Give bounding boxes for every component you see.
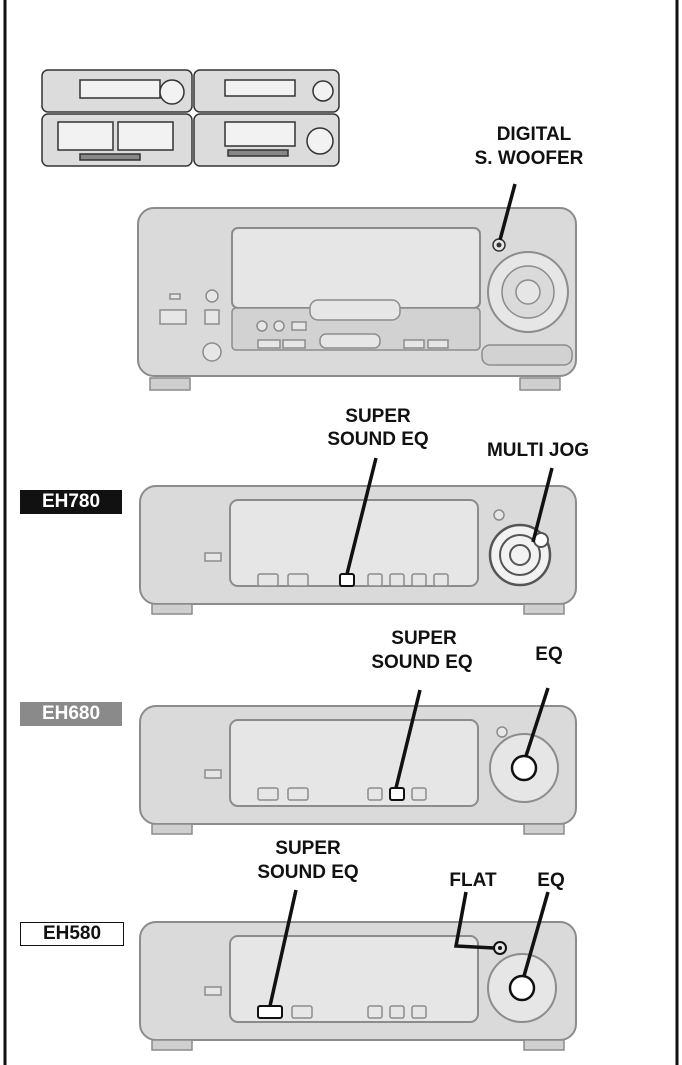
eq-label-eh580: EQ <box>537 870 565 891</box>
system-thumbnail <box>41 69 340 167</box>
eh680-unit <box>139 687 577 835</box>
s-woofer-label: S. WOOFER <box>474 148 584 169</box>
eq-label-eh680: EQ <box>535 644 563 665</box>
model-badge-eh780: EH780 <box>20 490 122 514</box>
multi-jog-label: MULTI JOG <box>486 440 590 461</box>
super-sound-eq-pointer-eh780 <box>345 457 378 575</box>
super-sound-eq-pointer-eh680 <box>394 689 422 789</box>
flat-pointer <box>453 891 495 950</box>
flat-label: FLAT <box>449 870 497 891</box>
super-label-eh780: SUPER <box>345 406 411 427</box>
multi-jog-pointer <box>531 467 554 543</box>
eh780-unit <box>139 457 577 615</box>
sound-eq-label-eh580: SOUND EQ <box>257 862 359 883</box>
model-badge-eh580: EH580 <box>20 922 124 946</box>
model-badge-eh680: EH680 <box>20 702 122 726</box>
super-sound-eq-pointer-eh580 <box>268 889 298 1007</box>
eh580-unit <box>139 889 577 1051</box>
main-unit <box>137 183 577 391</box>
s-woofer-pointer <box>498 183 517 241</box>
digital-label: DIGITAL <box>496 124 572 145</box>
super-label-eh580: SUPER <box>275 838 341 859</box>
eq-pointer-eh680 <box>524 687 550 757</box>
sound-eq-label-eh780: SOUND EQ <box>327 429 429 450</box>
eq-pointer-eh580 <box>522 891 550 977</box>
eq-knob-eh680 <box>510 754 538 782</box>
eq-knob-eh580 <box>508 974 536 1002</box>
super-label-eh680: SUPER <box>391 628 457 649</box>
sound-eq-label-eh680: SOUND EQ <box>371 652 473 673</box>
